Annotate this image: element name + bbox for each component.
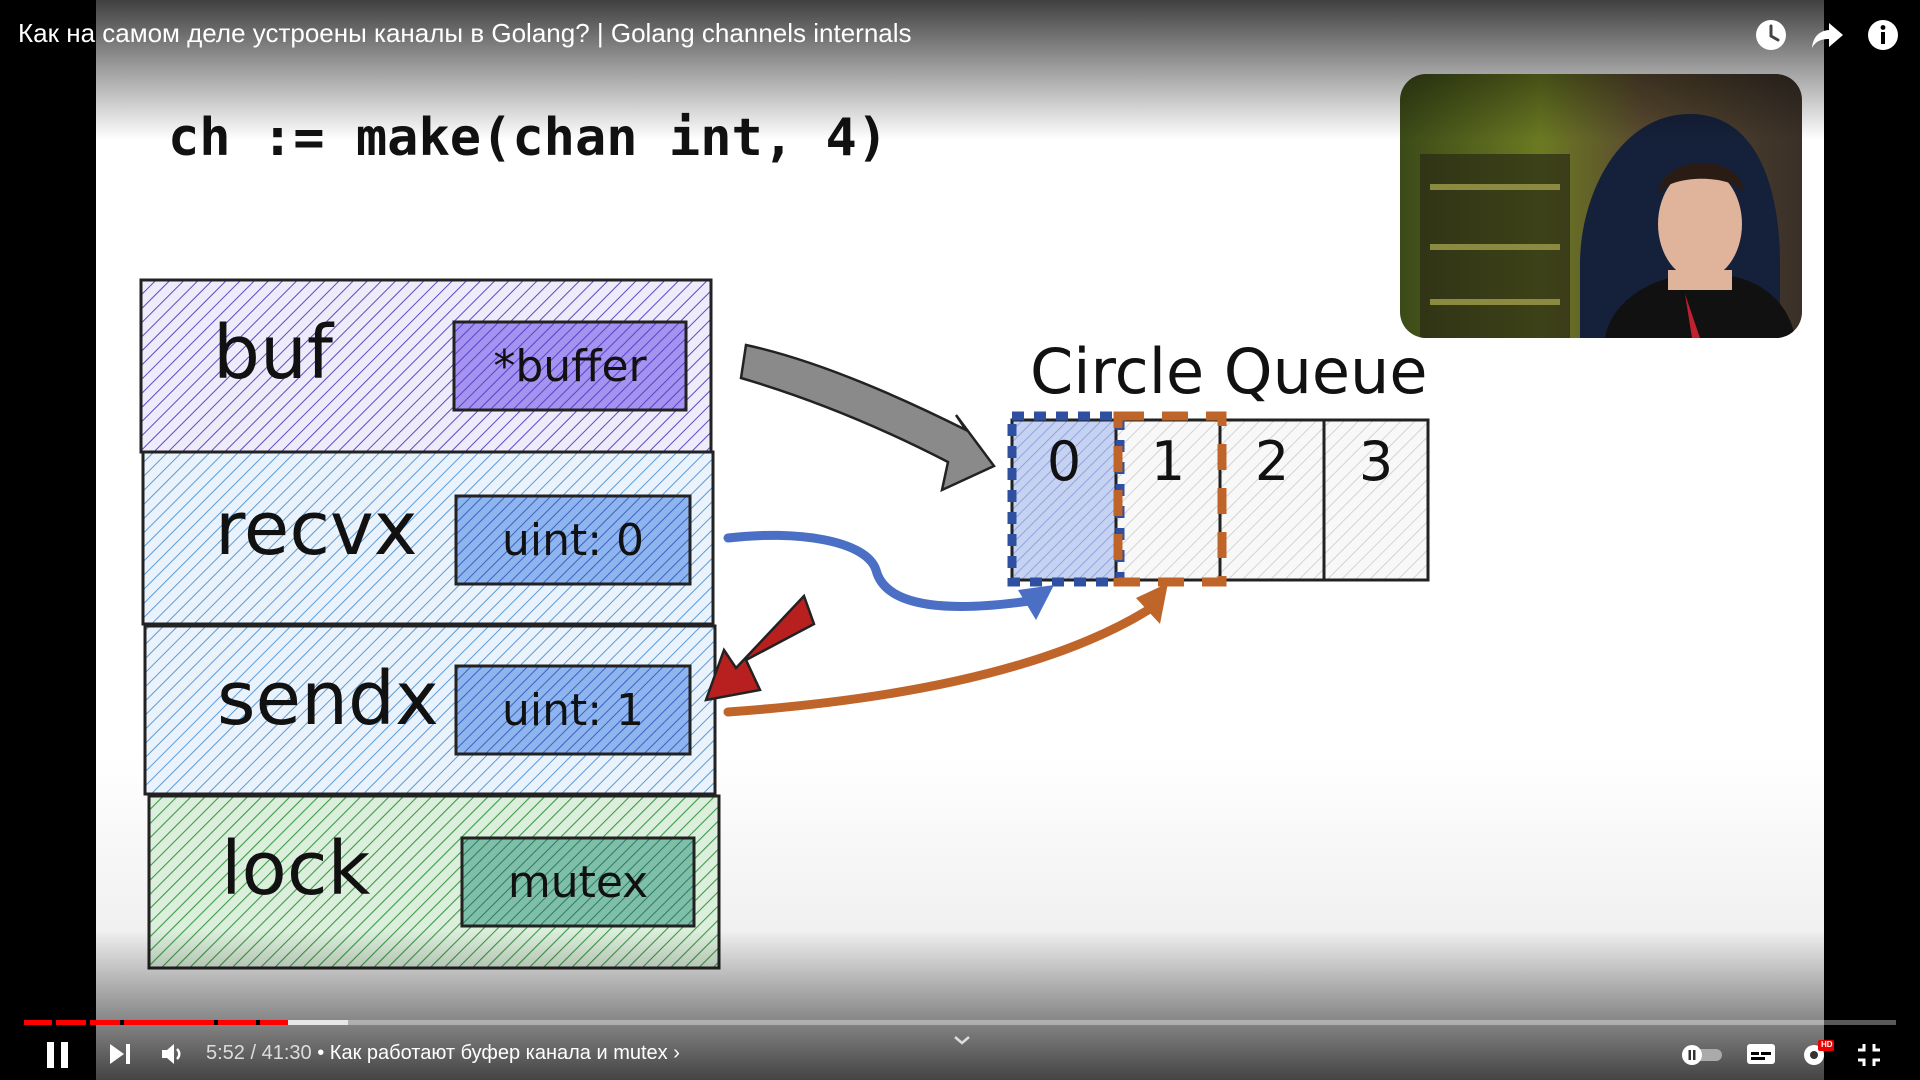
- queue-cell-3-bg: [1322, 418, 1430, 582]
- exit-fullscreen-icon[interactable]: [1856, 1042, 1882, 1073]
- quality-badge: HD: [1821, 1040, 1833, 1049]
- player-controls: 5:52 / 41:30 • Как работают буфер канала…: [0, 1030, 1920, 1080]
- row-value-buf: *buffer: [493, 340, 647, 392]
- struct-row-recvx: recvx uint: 0: [143, 452, 713, 624]
- chapter-title[interactable]: • Как работают буфер канала и mutex ›: [317, 1042, 680, 1064]
- chapter-gap: [256, 1020, 260, 1025]
- volume-icon[interactable]: [160, 1042, 186, 1071]
- watch-later-icon[interactable]: [1754, 18, 1788, 52]
- sendx-value-box-bg: [454, 664, 692, 756]
- pause-icon[interactable]: [46, 1040, 70, 1075]
- row-value-sendx: uint: 1: [501, 684, 645, 736]
- recvx-value-box-bg: [454, 494, 692, 586]
- autoplay-toggle-icon[interactable]: [1680, 1044, 1724, 1071]
- struct-row-lock: lock mutex: [149, 796, 719, 968]
- recvx-arrow: [723, 530, 1041, 611]
- share-icon[interactable]: [1810, 18, 1844, 52]
- row-label-sendx: sendx: [217, 656, 439, 742]
- lock-value-box-bg: [460, 836, 696, 928]
- struct-row-sendx: sendx uint: 1: [145, 626, 715, 794]
- struct-row-buf: buf *buffer: [141, 280, 711, 452]
- code-line: ch := make(chan int, 4): [168, 108, 889, 168]
- duration: 41:30: [261, 1042, 312, 1064]
- time-display: 5:52 / 41:30 • Как работают буфер канала…: [206, 1042, 680, 1065]
- queue-cell-3: 3: [1358, 430, 1394, 493]
- slide: ch := make(chan int, 4) Circle Queue buf…: [96, 0, 1824, 1080]
- progress-bar[interactable]: [24, 1020, 1896, 1025]
- chapter-gap: [214, 1020, 218, 1025]
- queue-cell-1-bg: [1114, 418, 1222, 582]
- queue-title: Circle Queue: [1030, 335, 1428, 408]
- row-label-lock: lock: [221, 826, 371, 912]
- info-icon[interactable]: [1866, 18, 1900, 52]
- row-label-recvx: recvx: [215, 486, 418, 572]
- sendx-arrow: [723, 600, 1161, 717]
- presenter-webcam: [1400, 74, 1802, 338]
- top-actions: [1754, 18, 1900, 52]
- settings-icon[interactable]: [1800, 1040, 1834, 1073]
- chapter-gap: [52, 1020, 56, 1025]
- recvx-arrow-head: [1018, 585, 1054, 620]
- queue-cell-1: 1: [1150, 430, 1186, 493]
- current-time: 5:52: [206, 1042, 245, 1064]
- row-value-lock: mutex: [507, 856, 649, 908]
- sendx-arrow-head: [1136, 583, 1168, 624]
- row-value-recvx: uint: 0: [501, 514, 645, 566]
- presenter-webcam-image: [1400, 74, 1802, 338]
- queue-cell-2: 2: [1254, 430, 1290, 493]
- buf-pointer-arrow: [739, 343, 996, 493]
- next-icon[interactable]: [108, 1042, 132, 1071]
- chevron-up-icon[interactable]: [950, 1032, 974, 1053]
- row-label-buf: buf: [213, 310, 333, 396]
- red-arrow: [704, 593, 816, 702]
- buf-value-box-bg: [452, 320, 688, 412]
- subtitles-icon[interactable]: [1746, 1042, 1776, 1071]
- time-separator: /: [250, 1042, 257, 1064]
- chapter-gap: [120, 1020, 124, 1025]
- recv-highlight: [1007, 411, 1125, 587]
- send-highlight: [1113, 411, 1227, 587]
- queue-cell-0: 0: [1046, 430, 1082, 493]
- video-title[interactable]: Как на самом деле устроены каналы в Gola…: [18, 18, 912, 48]
- chapter-gap: [86, 1020, 90, 1025]
- progress-played: [24, 1020, 288, 1025]
